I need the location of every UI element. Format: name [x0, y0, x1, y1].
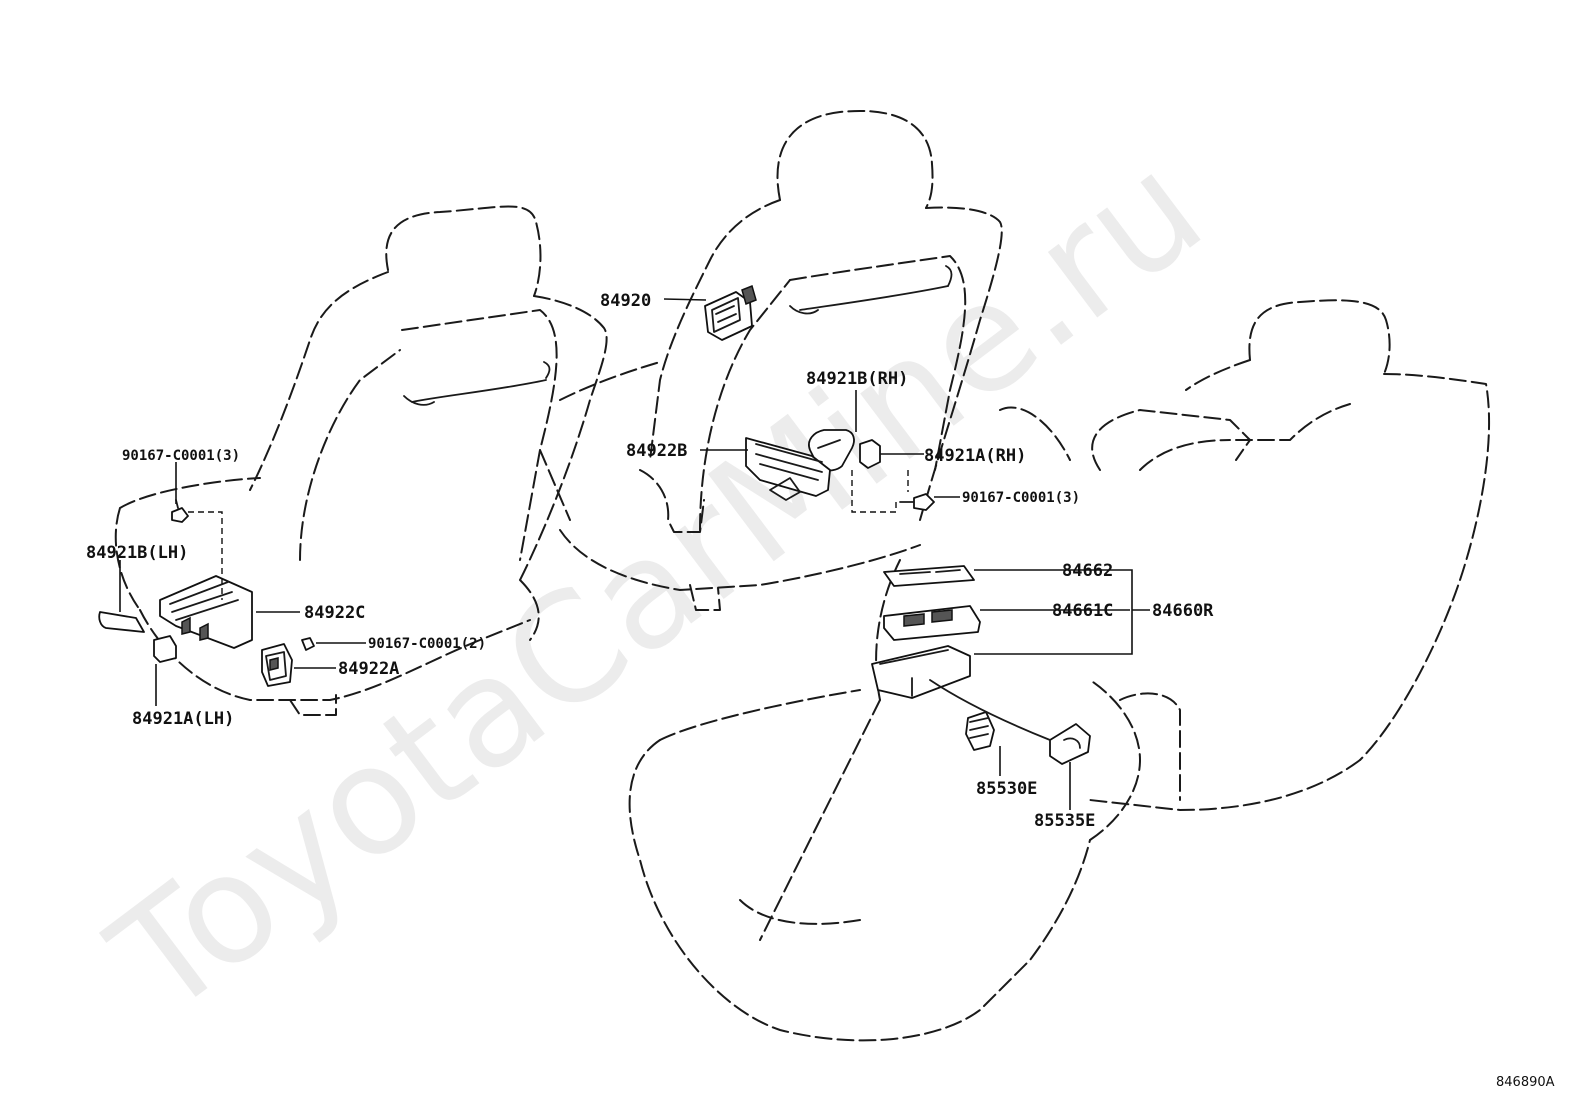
box-84660r: [871, 645, 971, 699]
label-84920: 84920: [600, 291, 651, 311]
label-90167-rh: 90167-C0001(3): [962, 490, 1080, 506]
screw-90167-2: [301, 637, 315, 651]
label-85535e: 85535E: [1034, 811, 1095, 831]
label-90167-2: 90167-C0001(2): [368, 636, 486, 652]
label-84660r: 84660R: [1152, 601, 1214, 621]
diagram-code: 846890A: [1496, 1075, 1555, 1090]
label-85530e: 85530E: [976, 779, 1037, 799]
socket-85535e: [1049, 723, 1091, 765]
socket-85530e: [965, 711, 995, 751]
label-84661c: 84661C: [1052, 601, 1113, 621]
knob-84921a-rh: [859, 439, 881, 469]
switch-84661c: [883, 605, 981, 641]
console-wire: [929, 679, 1051, 741]
screw-90167-rh: [899, 493, 935, 511]
right-front-seat: [539, 110, 1003, 611]
label-84662: 84662: [1062, 561, 1113, 581]
label-84922c: 84922C: [304, 603, 365, 623]
label-84921b-rh: 84921B(RH): [806, 369, 908, 389]
part-labels: 84920 84921B(RH) 84922B 84921A(RH) 90167…: [86, 291, 1214, 831]
switch-bezel-84921b-rh: [808, 429, 855, 472]
label-90167-lh: 90167-C0001(3): [122, 448, 240, 464]
label-84922b: 84922B: [626, 441, 687, 461]
seat-switch-84922a: [261, 643, 293, 687]
label-84921b-lh: 84921B(LH): [86, 543, 188, 563]
switch-bezel-84921b-lh: [98, 611, 145, 633]
screw-90167-lh: [171, 499, 189, 523]
knob-84921a-lh: [153, 635, 177, 663]
switch-assembly-84922c: [159, 575, 253, 649]
label-84921a-rh: 84921A(RH): [924, 446, 1026, 466]
switch-assembly-84922b: [745, 437, 831, 501]
seat-switch-84920: [704, 284, 757, 341]
leader-lines: [119, 298, 1150, 810]
cover-84662: [883, 565, 975, 587]
label-84921a-lh: 84921A(LH): [132, 709, 234, 729]
label-84922a: 84922A: [338, 659, 399, 679]
